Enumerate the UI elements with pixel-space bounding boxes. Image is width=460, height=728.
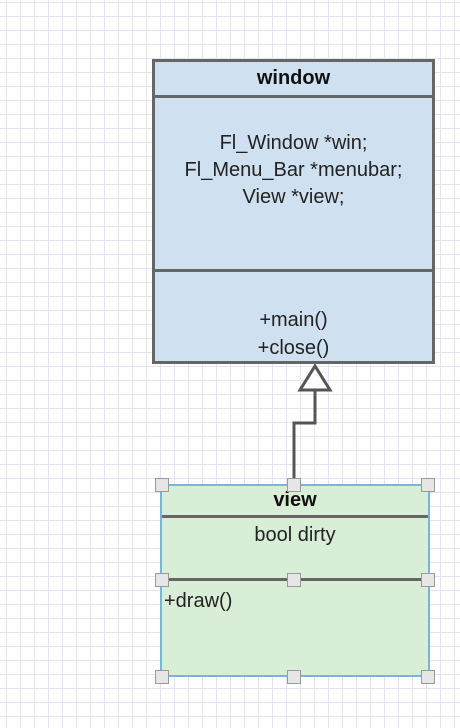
window-attribute: Fl_Window *win; — [219, 132, 368, 154]
view-class-name: view — [162, 486, 428, 518]
window-class-box[interactable]: window Fl_Window *win; Fl_Menu_Bar *menu… — [152, 59, 435, 364]
window-methods-section: +main() +close() — [155, 272, 432, 361]
window-class-name: window — [155, 62, 432, 98]
window-attribute: Fl_Menu_Bar *menubar; — [184, 159, 403, 181]
view-methods-section: +draw() — [164, 590, 232, 613]
view-attributes-section: bool dirty — [162, 518, 428, 581]
window-method: +close() — [257, 337, 330, 359]
view-method: +draw() — [164, 590, 233, 612]
generalization-line[interactable] — [292, 390, 317, 484]
resize-handle-center[interactable] — [287, 573, 301, 587]
window-attributes-section: Fl_Window *win; Fl_Menu_Bar *menubar; Vi… — [155, 98, 432, 272]
window-method: +main() — [259, 309, 328, 331]
view-attribute: bool dirty — [254, 524, 336, 546]
generalization-arrowhead — [297, 363, 333, 392]
resize-handle-top-right[interactable] — [421, 478, 435, 492]
resize-handle-top[interactable] — [287, 478, 301, 492]
resize-handle-top-left[interactable] — [155, 478, 169, 492]
resize-handle-bottom[interactable] — [287, 670, 301, 684]
resize-handle-bottom-left[interactable] — [155, 670, 169, 684]
resize-handle-right[interactable] — [421, 573, 435, 587]
window-attribute: View *view; — [242, 186, 345, 208]
resize-handle-left[interactable] — [155, 573, 169, 587]
resize-handle-bottom-right[interactable] — [421, 670, 435, 684]
